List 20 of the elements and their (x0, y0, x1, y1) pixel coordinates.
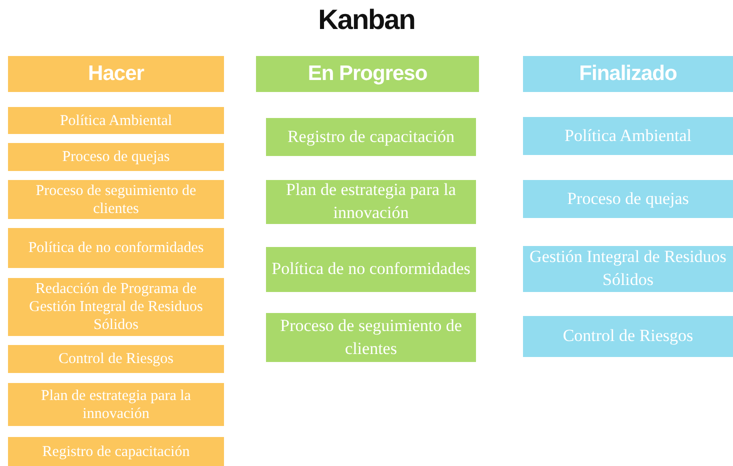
column-header: Hacer (8, 56, 224, 92)
task-card: Registro de capacitación (266, 118, 476, 156)
task-card: Registro de capacitación (8, 437, 224, 466)
task-card: Proceso de seguimiento de clientes (266, 313, 476, 362)
task-card: Plan de estrategia para la innovación (266, 180, 476, 224)
task-card: Política Ambiental (8, 107, 224, 134)
task-card: Proceso de quejas (8, 143, 224, 171)
column-header: Finalizado (523, 56, 733, 92)
board-title: Kanban (317, 4, 416, 36)
task-card: Proceso de seguimiento de clientes (8, 180, 224, 219)
task-card: Política de no conformidades (266, 247, 476, 292)
task-card: Redacción de Programa de Gestión Integral de Residuos Sólidos (8, 278, 224, 336)
task-card: Plan de estrategia para la innovación (8, 383, 224, 426)
task-card: Política Ambiental (523, 117, 733, 155)
task-card: Control de Riesgos (523, 316, 733, 357)
task-card: Proceso de quejas (523, 180, 733, 218)
task-card: Gestión Integral de Residuos Sólidos (523, 246, 733, 292)
column-header: En Progreso (256, 56, 479, 92)
task-card: Control de Riesgos (8, 345, 224, 373)
task-card: Política de no conformidades (8, 228, 224, 268)
